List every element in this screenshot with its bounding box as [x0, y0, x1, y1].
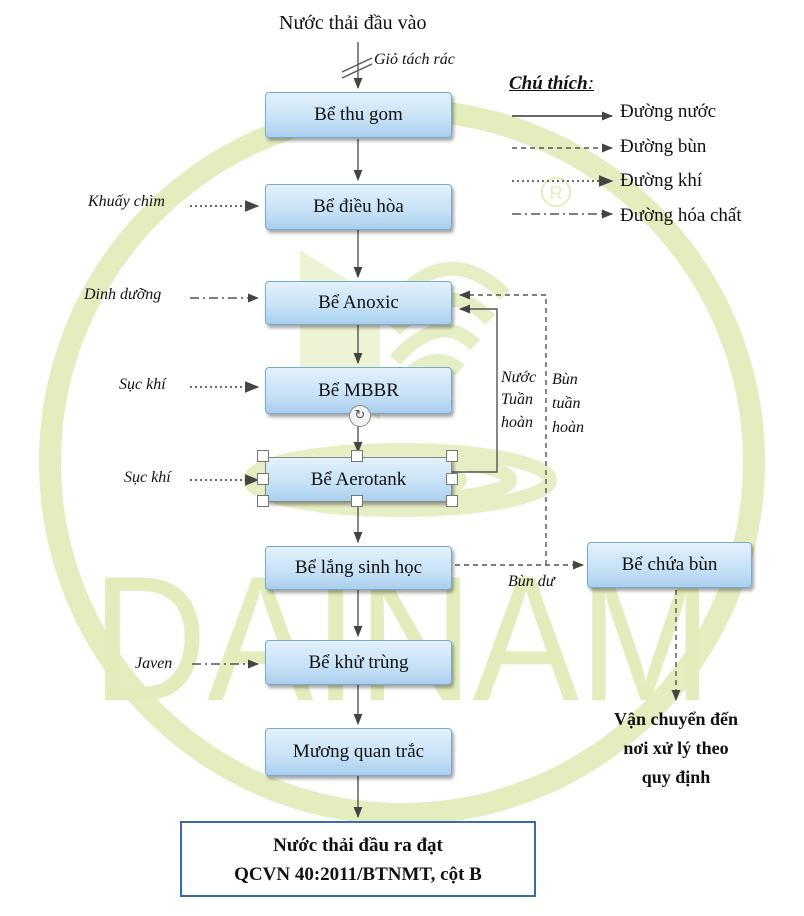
- water-recirc-label-1: Nước: [501, 369, 537, 386]
- legend-sludge-label: Đường bùn: [620, 136, 707, 157]
- tank-sludge-label: Bể chứa bùn: [621, 554, 718, 575]
- sludge-disposal-line-3: quy định: [641, 767, 711, 787]
- sludge-recirc-label-3: hoàn: [552, 419, 584, 436]
- sludge-recirculation-line: [458, 290, 547, 565]
- resize-handle-bottom-middle[interactable]: [351, 495, 363, 507]
- resize-handle-top-left[interactable]: [257, 450, 269, 462]
- sludge-recirc-label-2: tuần: [552, 395, 581, 412]
- monitoring-channel[interactable]: Mương quan trắc: [265, 728, 452, 776]
- monitoring-channel-label: Mương quan trắc: [292, 741, 425, 762]
- sludge-disposal-text: Vận chuyển đến nơi xử lý theo quy định: [596, 705, 756, 792]
- legend-water-label: Đường nước: [620, 101, 717, 122]
- water-recirc-label-3: hoàn: [501, 414, 533, 431]
- resize-handle-top-middle[interactable]: [351, 450, 363, 462]
- resize-handle-top-right[interactable]: [446, 450, 458, 462]
- rotate-handle-icon[interactable]: ↻: [349, 405, 371, 427]
- tank-equalization[interactable]: Bể điều hòa: [265, 184, 452, 230]
- resize-handle-middle-right[interactable]: [446, 473, 458, 485]
- output-box[interactable]: Nước thải đầu ra đạt QCVN 40:2011/BTNMT,…: [180, 821, 536, 897]
- legend-title: Chú thích:: [509, 73, 595, 94]
- mixer-label: Khuấy chìm: [88, 193, 165, 210]
- sludge-disposal-line-1: Vận chuyển đến: [613, 709, 739, 729]
- output-line-1: Nước thải đầu ra đạt: [273, 835, 443, 856]
- resize-handle-bottom-right[interactable]: [446, 495, 458, 507]
- resize-handle-bottom-left[interactable]: [257, 495, 269, 507]
- tank-collection[interactable]: Bể thu gom: [265, 92, 452, 138]
- input-label: Nước thải đầu vào: [279, 12, 427, 34]
- tank-collection-label: Bể thu gom: [314, 104, 403, 125]
- tank-disinfection[interactable]: Bể khử trùng: [265, 640, 452, 685]
- water-recirculation-line: [452, 304, 498, 473]
- tank-sludge[interactable]: Bể chứa bùn: [587, 542, 752, 588]
- nutrients-label: Dinh dưỡng: [84, 286, 162, 303]
- aeration1-label: Sục khí: [119, 376, 166, 393]
- tank-anoxic-label: Bể Anoxic: [318, 292, 399, 313]
- resize-handle-middle-left[interactable]: [257, 473, 269, 485]
- javen-label: Javen: [135, 655, 173, 672]
- tank-disinfection-label: Bể khử trùng: [308, 651, 409, 673]
- screen-label: Giỏ tách rác: [374, 51, 455, 68]
- tank-mbbr-label: Bể MBBR: [318, 379, 399, 401]
- screen-mark-1: [341, 57, 373, 73]
- tank-anoxic[interactable]: Bể Anoxic: [265, 281, 452, 325]
- water-recirc-label-2: Tuần: [501, 391, 534, 408]
- sludge-disposal-line-2: nơi xử lý theo: [623, 738, 729, 758]
- tank-aerotank-label: Bể Aerotank: [310, 468, 407, 490]
- legend-chemical-label: Đường hóa chất: [620, 205, 742, 226]
- legend-air-label: Đường khí: [620, 170, 703, 191]
- output-line-2: QCVN 40:2011/BTNMT, cột B: [234, 864, 482, 885]
- aeration2-label: Sục khí: [124, 469, 171, 486]
- registered-mark-text: R: [550, 183, 563, 203]
- tank-settling-label: Bể lắng sinh học: [294, 557, 423, 578]
- tank-settling[interactable]: Bể lắng sinh học: [265, 546, 452, 590]
- tank-equalization-label: Bể điều hòa: [313, 196, 404, 217]
- registered-mark: [541, 177, 571, 207]
- sludge-recirc-label-1: Bùn: [552, 371, 578, 388]
- screen-mark-2: [341, 63, 373, 79]
- excess-sludge-label: Bùn dư: [508, 573, 555, 590]
